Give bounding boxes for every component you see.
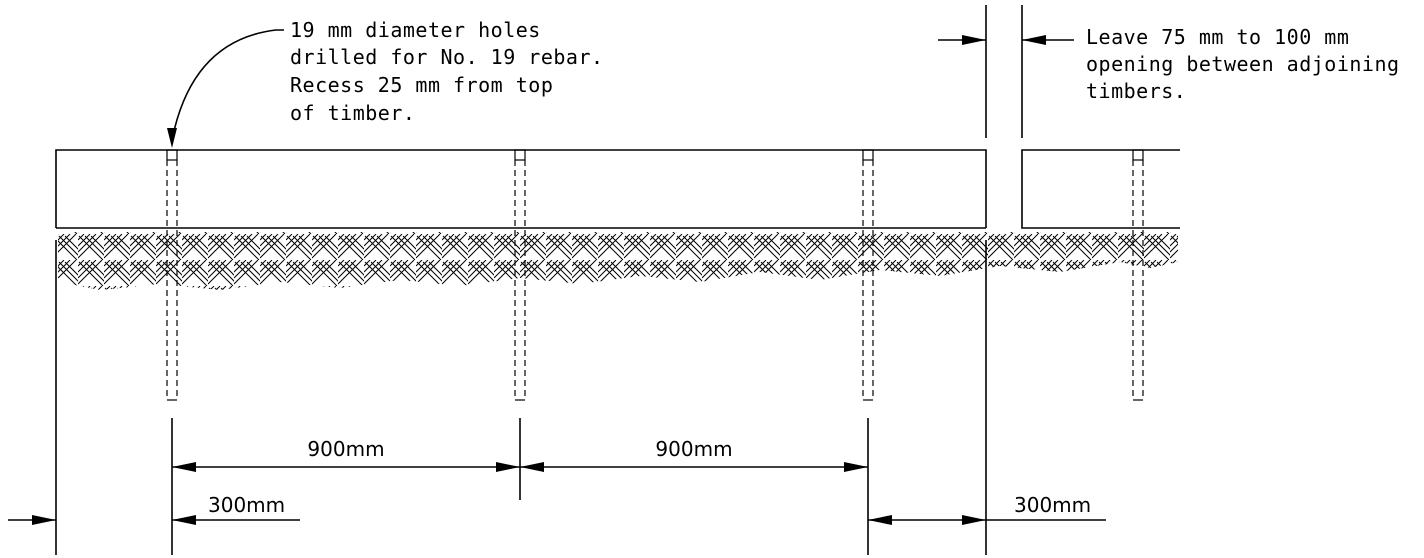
dimension-end-left: 300mm — [8, 493, 300, 525]
rebar-3 — [862, 149, 874, 401]
timber-left — [55, 149, 987, 229]
hole-note-line-4: of timber. — [290, 101, 415, 125]
end-right-label: 300mm — [1014, 493, 1091, 517]
dimension-end-right: 300mm — [868, 493, 1106, 525]
spacing-2-label: 900mm — [655, 437, 732, 461]
timber-right — [1021, 149, 1180, 229]
soil-hatch — [58, 232, 1178, 290]
rebar-2 — [514, 149, 526, 401]
gap-note-line-1: Leave 75 mm to 100 mm — [1086, 25, 1349, 49]
gap-note: Leave 75 mm to 100 mm opening between ad… — [1086, 25, 1400, 103]
rebar-1 — [166, 149, 178, 401]
hole-note-leader — [167, 29, 284, 148]
hole-note-line-3: Recess 25 mm from top — [290, 73, 553, 97]
dimension-spacing-2: 900mm — [520, 437, 868, 472]
dimension-spacing-1: 900mm — [172, 437, 520, 472]
rebar-4 — [1132, 149, 1144, 401]
hole-note: 19 mm diameter holes drilled for No. 19 … — [290, 18, 604, 125]
hole-note-line-1: 19 mm diameter holes — [290, 18, 541, 42]
spacing-1-label: 900mm — [307, 437, 384, 461]
gap-extension-lines — [985, 5, 1023, 555]
gap-dimension — [938, 35, 1074, 45]
end-left-label: 300mm — [208, 493, 285, 517]
gap-note-line-2: opening between adjoining — [1086, 52, 1400, 76]
dimension-extension-lines — [55, 240, 869, 555]
hole-note-line-2: drilled for No. 19 rebar. — [290, 45, 604, 69]
gap-note-line-3: timbers. — [1086, 79, 1186, 103]
